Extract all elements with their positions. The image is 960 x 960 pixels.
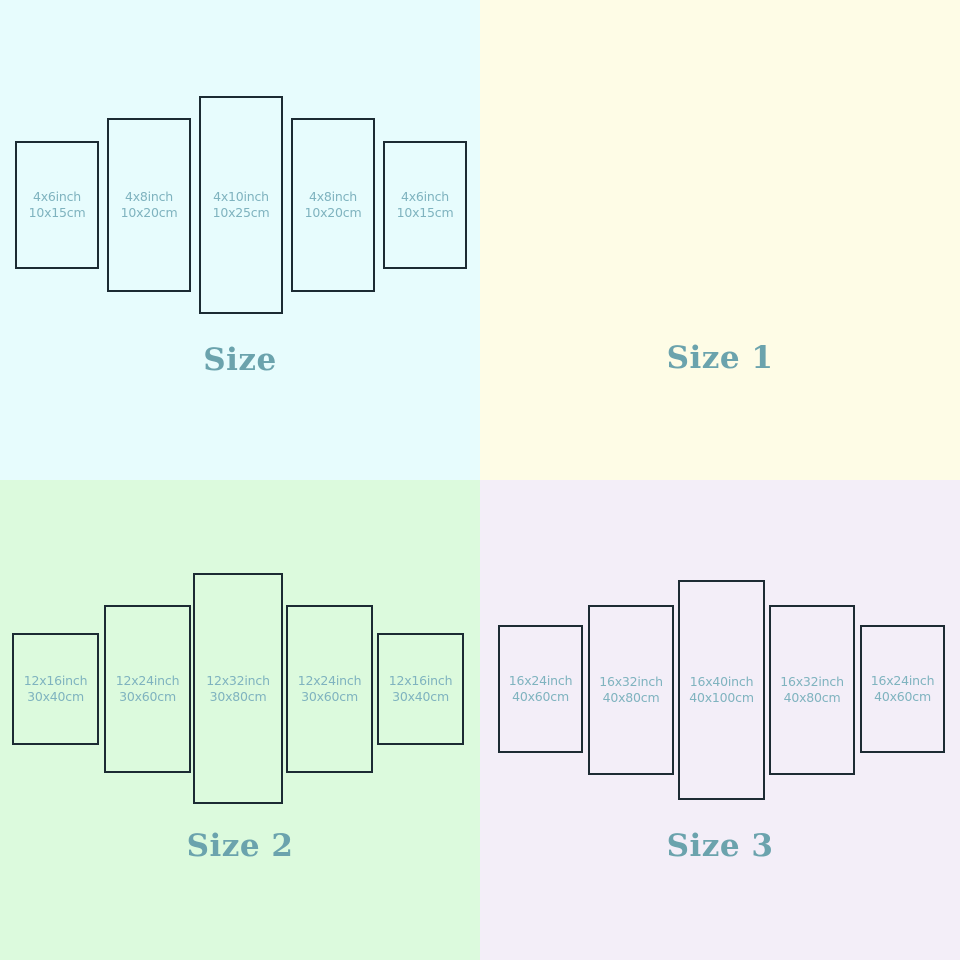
panel-size-cm: 10x15cm	[28, 205, 86, 220]
size-title-size-3: Size 3	[666, 828, 774, 864]
panel-size-inch: 16x24inch	[508, 673, 573, 688]
panel-size-inch: 12x16inch	[23, 673, 88, 688]
panel-size-inch: 16x24inch	[870, 673, 935, 688]
panel-size-cm: 40x80cm	[783, 690, 841, 705]
panel-size-inch: 16x32inch	[780, 674, 844, 689]
panel-size-inch: 12x24inch	[115, 673, 180, 688]
panel-size-cm: 10x20cm	[304, 205, 362, 220]
quadrant-size-1: 8x14inch20x35cm8x18inch20x45cm8x22inch20…	[480, 0, 960, 480]
panel-size-inch: 12x24inch	[297, 673, 362, 688]
panel-size-inch: 4x10inch	[213, 189, 269, 204]
size-title-size-1: Size 1	[666, 340, 774, 376]
panel-size-inch: 16x40inch	[689, 674, 754, 689]
size-title-size-2: Size 2	[186, 828, 294, 864]
panel-size-cm: 40x60cm	[874, 689, 931, 704]
panel-size-cm: 30x60cm	[119, 689, 176, 704]
panel-size-cm: 30x40cm	[27, 689, 84, 704]
panel-size-inch: 4x6inch	[400, 189, 450, 204]
panel-size-inch: 12x32inch	[206, 672, 270, 688]
panel-size-inch: 12x16inch	[388, 673, 453, 688]
panel-size-cm: 30x60cm	[301, 689, 358, 704]
panel-size-inch: 4x8inch	[124, 189, 174, 204]
panel-size-inch: 4x6inch	[32, 189, 82, 204]
panel-size-inch: 16x32inch	[599, 674, 663, 689]
size-title-size: Size	[203, 342, 277, 378]
panel-size-cm: 40x60cm	[512, 689, 569, 704]
panel-size-cm: 40x80cm	[602, 690, 660, 705]
panel-size-cm: 10x15cm	[396, 205, 454, 220]
panel-size-cm: 30x80cm	[209, 688, 267, 704]
panel-size-cm: 40x100cm	[689, 690, 754, 705]
panel-size-cm: 10x20cm	[120, 205, 178, 220]
panel-size-inch: 4x8inch	[308, 189, 358, 204]
panel-size-cm: 30x40cm	[392, 689, 449, 704]
panel-size-cm: 10x25cm	[212, 205, 270, 220]
